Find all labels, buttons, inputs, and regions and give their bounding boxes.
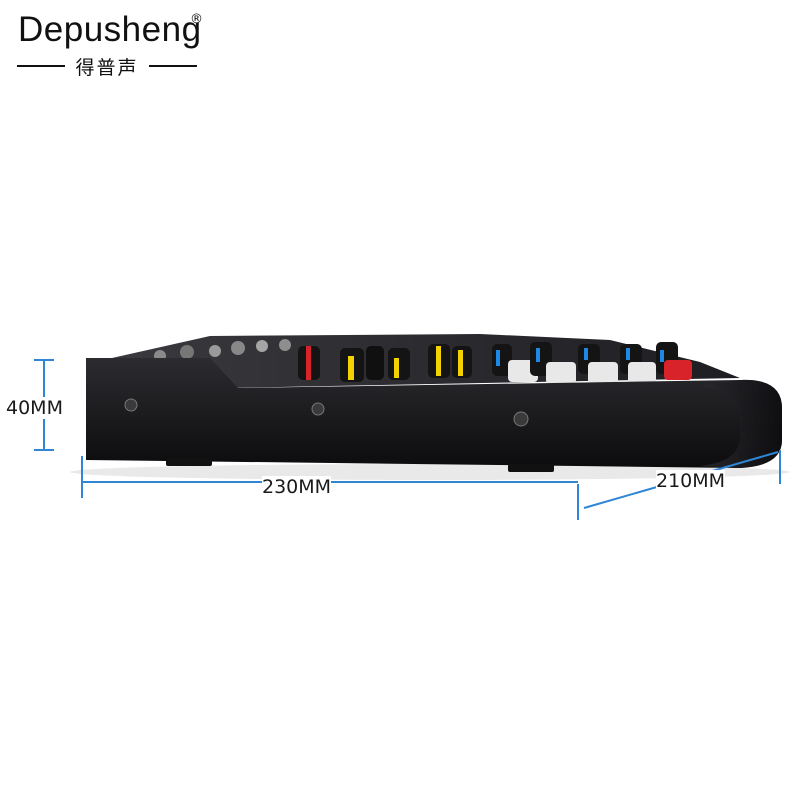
foot-right (508, 464, 554, 472)
knob-yellow-4 (452, 346, 472, 378)
mixer-side-panel (86, 358, 782, 472)
input-jacks (154, 339, 291, 362)
brand-subtitle: 得普声 (14, 54, 200, 79)
screw-left (124, 398, 138, 412)
height-label: 40MM (6, 397, 63, 419)
knob-yellow-1 (340, 348, 364, 382)
knob-yellow-2 (388, 348, 410, 380)
brand-logo: Depusheng ® 得普声 (14, 10, 203, 80)
brand-divider-left (17, 65, 66, 67)
screw-right (513, 411, 529, 427)
brand-chinese-name: 得普声 (75, 56, 139, 79)
knob-yellow-3 (428, 344, 450, 378)
knob-white-4 (628, 362, 656, 384)
width-label: 230MM (262, 476, 332, 498)
brand-name: Depusheng (18, 10, 202, 49)
screw-middle (311, 402, 325, 416)
floor-shadow (70, 464, 790, 480)
brand-divider-right (148, 65, 197, 67)
registered-mark: ® (190, 12, 203, 27)
channel-knobs (298, 342, 692, 384)
depth-label: 210MM (656, 470, 726, 492)
knob-blue-1 (492, 344, 512, 376)
foot-left (166, 458, 212, 466)
knob-white-2 (546, 362, 576, 384)
knob-white-3 (588, 362, 618, 384)
knob-red (298, 346, 320, 380)
knob-black-1 (366, 346, 384, 380)
knob-red-master (656, 342, 692, 380)
